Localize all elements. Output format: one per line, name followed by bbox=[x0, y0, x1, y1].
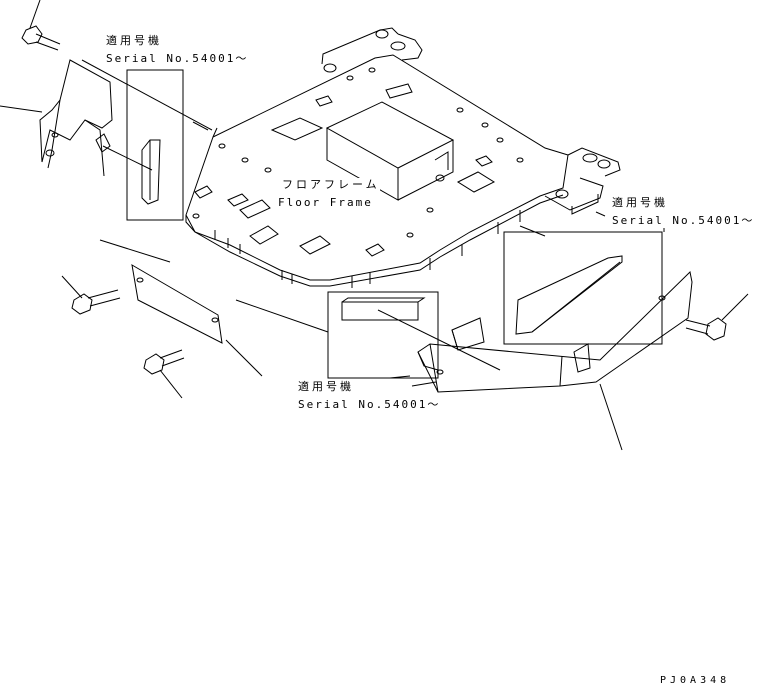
leader-lines bbox=[192, 121, 606, 387]
note-right-serial: Serial No.54001～ bbox=[612, 214, 755, 227]
floor-frame-label-en: Floor Frame bbox=[278, 196, 373, 209]
callout-bottom bbox=[235, 291, 501, 379]
left-lower-plate bbox=[99, 239, 263, 377]
left-side-cover bbox=[0, 59, 113, 177]
note-right-jp: 適用号機 bbox=[612, 196, 668, 209]
callout-right bbox=[503, 225, 665, 345]
drawing-code: PJ0A348 bbox=[660, 675, 731, 686]
bolt-right bbox=[685, 293, 749, 341]
floor-frame bbox=[185, 27, 621, 288]
note-bottom-jp: 適用号機 bbox=[298, 380, 354, 393]
note-top-left-jp: 適用号機 bbox=[106, 34, 162, 47]
bolt-left-lower bbox=[143, 349, 185, 399]
bolt-left-middle bbox=[61, 275, 121, 315]
floor-frame-label-jp: フロアフレーム bbox=[282, 178, 380, 191]
note-bottom-serial: Serial No.54001～ bbox=[298, 398, 441, 411]
right-front-cover bbox=[417, 270, 693, 451]
note-top-left-serial: Serial No.54001～ bbox=[106, 52, 249, 65]
bolt-top-left bbox=[21, 0, 61, 51]
callout-top-left bbox=[81, 59, 213, 221]
